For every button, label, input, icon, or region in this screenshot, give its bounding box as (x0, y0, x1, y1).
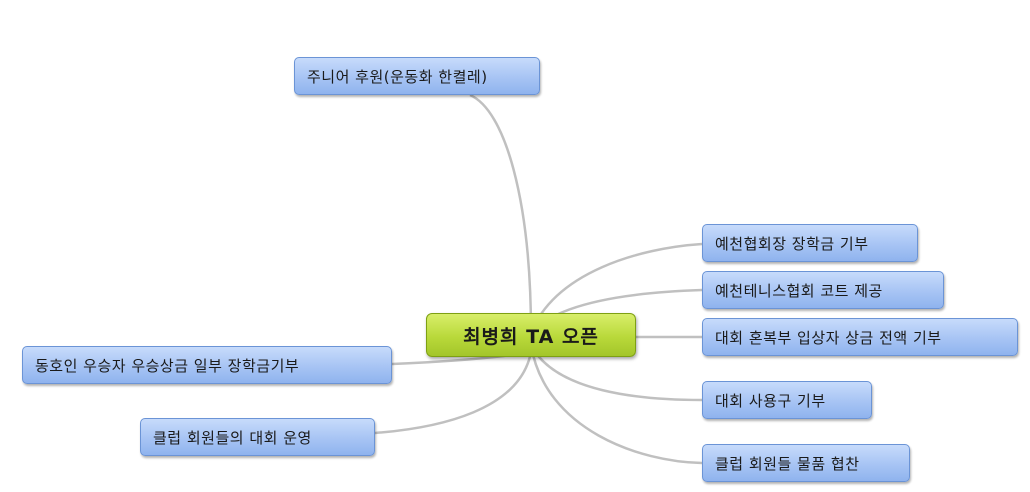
branch-node-junior-support[interactable]: 주니어 후원(운동화 한켤레) (294, 57, 540, 95)
branch-node-label: 예천협회장 장학금 기부 (715, 234, 869, 253)
branch-node-label: 대회 사용구 기부 (715, 391, 826, 410)
connector-club-sponsor (529, 344, 703, 465)
connector-club-operation (374, 351, 533, 435)
branch-node-tournament-balls[interactable]: 대회 사용구 기부 (702, 381, 872, 419)
branch-node-mixed-prize[interactable]: 대회 혼복부 입상자 상금 전액 기부 (702, 318, 1018, 356)
branch-node-label: 클럽 회원들 물품 협찬 (715, 454, 860, 473)
branch-node-club-operation[interactable]: 클럽 회원들의 대회 운영 (140, 418, 375, 456)
branch-node-yecheon-court[interactable]: 예천테니스협회 코트 제공 (702, 271, 944, 309)
branch-node-label: 예천테니스협회 코트 제공 (715, 281, 883, 300)
connector-yecheon-president (529, 242, 703, 334)
root-node[interactable]: 최병희 TA 오픈 (426, 313, 636, 357)
branch-node-label: 클럽 회원들의 대회 운영 (153, 428, 312, 447)
branch-node-label: 동호인 우승자 우승상금 일부 장학금기부 (35, 356, 300, 375)
connector-tournament-balls (529, 344, 703, 402)
branch-node-label: 주니어 후원(운동화 한켤레) (307, 67, 488, 86)
branch-node-label: 대회 혼복부 입상자 상금 전액 기부 (715, 328, 942, 347)
connector-junior-support (469, 93, 533, 334)
branch-node-club-sponsor[interactable]: 클럽 회원들 물품 협찬 (702, 444, 910, 482)
branch-node-amateur-winner[interactable]: 동호인 우승자 우승상금 일부 장학금기부 (22, 346, 392, 384)
root-node-label: 최병희 TA 오픈 (463, 325, 599, 348)
branch-node-yecheon-president[interactable]: 예천협회장 장학금 기부 (702, 224, 918, 262)
